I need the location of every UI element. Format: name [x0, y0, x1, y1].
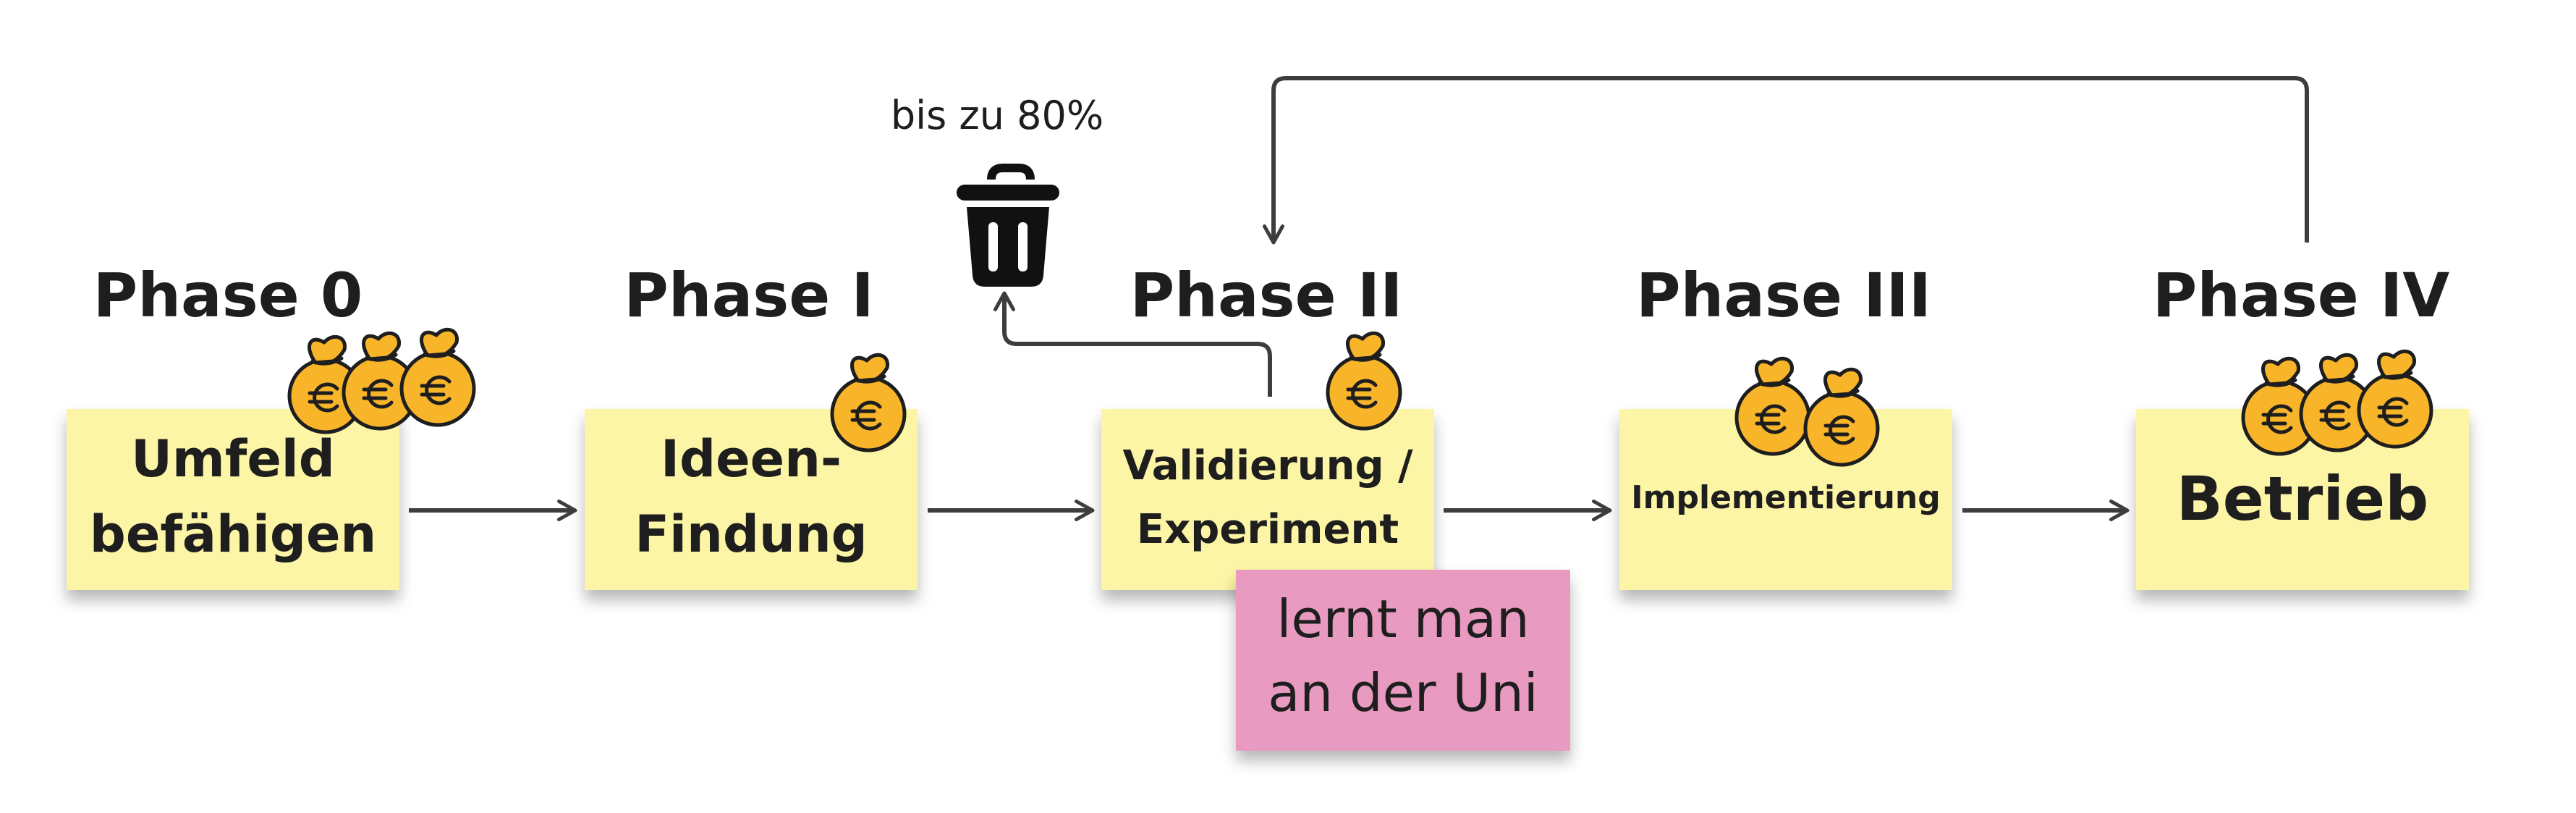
- trash-can-icon: [957, 164, 1059, 287]
- note-text: Experiment: [1137, 506, 1399, 553]
- discard-label: bis zu 80%: [891, 93, 1103, 138]
- sticky-note: [67, 409, 399, 590]
- note-text: Betrieb: [2177, 463, 2428, 534]
- sticky-note: [1101, 409, 1434, 590]
- note-text: Findung: [635, 505, 868, 564]
- side-note-text: lernt man: [1276, 589, 1529, 649]
- note-text: Ideen-: [661, 429, 842, 489]
- phase-title: Phase II: [1130, 260, 1403, 331]
- note-text: Validierung /: [1122, 442, 1413, 489]
- feedback-arrow: [1263, 76, 2309, 245]
- phase-title: Phase 0: [93, 260, 363, 331]
- side-note: [1236, 570, 1570, 751]
- phase-title: Phase IV: [2153, 260, 2450, 331]
- phase-title: Phase III: [1636, 260, 1931, 331]
- side-note-text: an der Uni: [1268, 662, 1538, 723]
- phase-title: Phase I: [624, 260, 874, 331]
- money-bag-euro-icon: [1805, 369, 1878, 465]
- money-bag-euro-icon: [1737, 358, 1809, 454]
- note-text: Implementierung: [1631, 479, 1940, 516]
- money-bag-euro-icon: [1328, 333, 1400, 429]
- money-bag-euro-icon: [402, 329, 474, 425]
- note-text: Umfeld: [131, 429, 335, 489]
- note-text: befähigen: [90, 505, 377, 564]
- money-bag-euro-icon: [832, 355, 904, 450]
- money-bag-euro-icon: [2359, 351, 2431, 447]
- discard-arrow: [993, 291, 1272, 397]
